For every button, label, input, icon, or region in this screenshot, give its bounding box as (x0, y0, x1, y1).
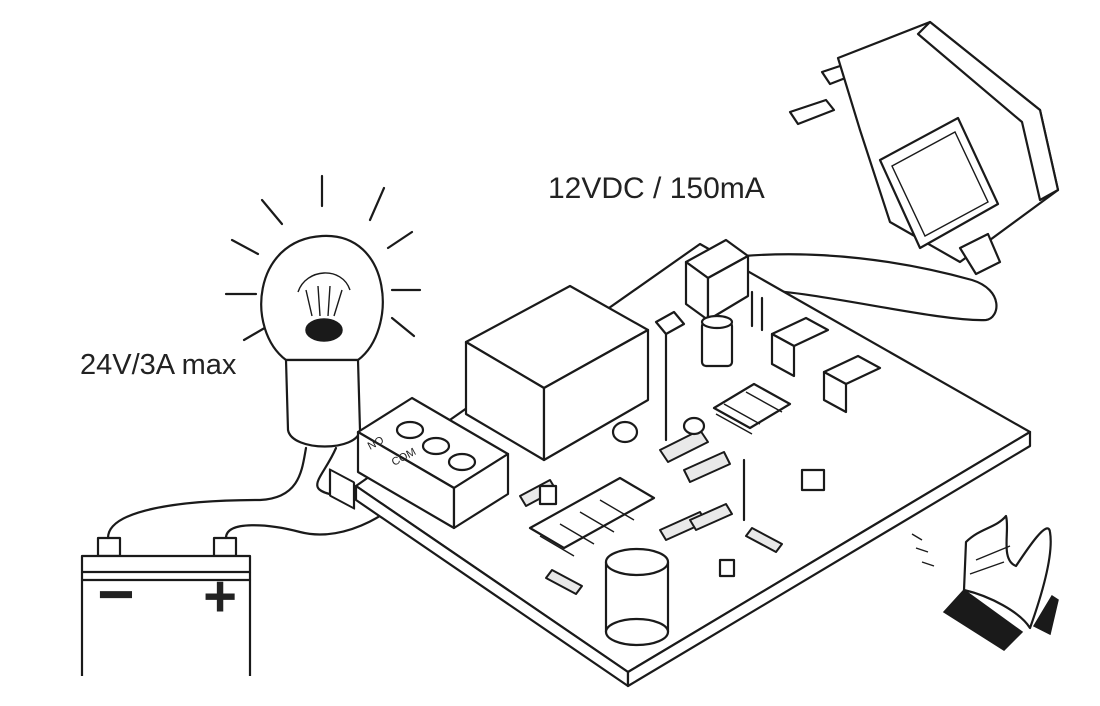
wire-battery-neg-to-lamp (106, 446, 308, 540)
clapping-hands (911, 514, 1059, 651)
adapter-rating-label: 12VDC / 150mA (548, 172, 765, 205)
relay (464, 284, 650, 462)
battery: − + (80, 536, 252, 676)
pcb-components (519, 310, 882, 647)
battery-positive-symbol: + (203, 564, 237, 629)
battery-negative-symbol: − (97, 558, 134, 630)
lamp-rating-label: 24V/3A max (80, 349, 237, 381)
pcb-board (354, 242, 1032, 688)
terminal-block: NO COM (328, 396, 510, 530)
power-adapter (788, 20, 1060, 276)
lamp (224, 174, 422, 448)
wire-adapter-to-board (742, 253, 998, 322)
